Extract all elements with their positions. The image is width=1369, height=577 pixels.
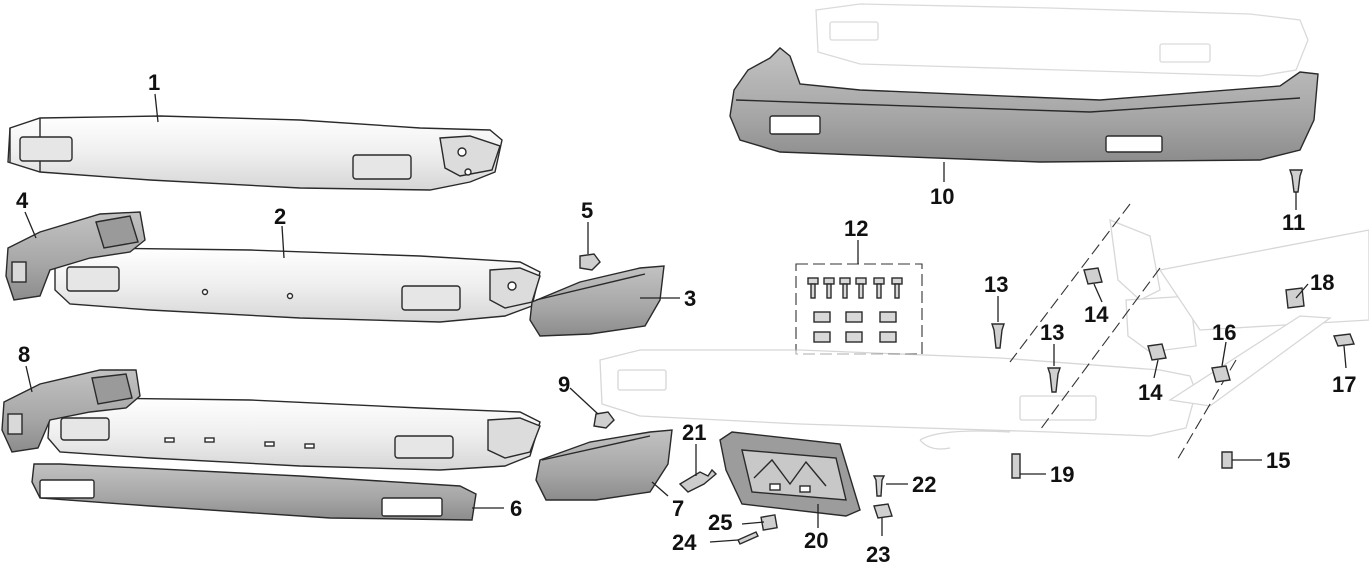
- callout-16: 16: [1212, 320, 1236, 345]
- license-bracket-20: [719, 431, 861, 517]
- bumper-face-bar-2: [54, 247, 541, 323]
- lower-valance-6: [31, 463, 477, 521]
- callout-21: 21: [682, 420, 706, 445]
- bolt-15: [1221, 451, 1233, 469]
- callout-25: 25: [708, 510, 732, 535]
- callout-labels: 1 2 3 4 5 6 7 8 9 10 11 12 13 13 14 14 1…: [16, 70, 1356, 567]
- callout-13a: 13: [984, 272, 1008, 297]
- callout-15: 15: [1266, 448, 1290, 473]
- ghost-bumper-top: [815, 3, 1309, 77]
- bolt-17: [1333, 333, 1355, 347]
- callout-10: 10: [930, 184, 954, 209]
- callout-1: 1: [148, 70, 160, 95]
- callout-11: 11: [1282, 210, 1305, 235]
- callout-3: 3: [684, 286, 696, 311]
- bumper-face-bar-1: [7, 115, 503, 191]
- right-end-cap-3: [529, 265, 665, 337]
- screw-24: [737, 531, 759, 545]
- bumper-face-bar-lower: [47, 397, 541, 471]
- bumper-cover-10: [729, 47, 1319, 163]
- callout-14b: 14: [1138, 380, 1163, 405]
- callout-9: 9: [558, 372, 570, 397]
- hardware-kit-12: [795, 263, 923, 355]
- end-cap-7: [535, 429, 673, 501]
- left-end-filler-4: [5, 211, 146, 301]
- clip-16: [1211, 365, 1231, 383]
- callout-7: 7: [672, 496, 684, 521]
- callout-17: 17: [1332, 372, 1356, 397]
- callout-13b: 13: [1040, 320, 1064, 345]
- clip-23: [873, 503, 893, 519]
- callout-2: 2: [274, 204, 286, 229]
- push-pin-21: [678, 468, 718, 493]
- ghost-frame-assembly: [599, 218, 1369, 450]
- nut-9: [593, 411, 615, 429]
- callout-23: 23: [866, 542, 890, 567]
- leader-lines: [24, 93, 1347, 543]
- callout-24: 24: [672, 530, 697, 555]
- bolt-19: [1011, 453, 1021, 479]
- callout-6: 6: [510, 496, 522, 521]
- clip-14b: [1147, 343, 1167, 361]
- callout-22: 22: [912, 472, 936, 497]
- screw-22: [872, 475, 886, 497]
- callout-12: 12: [844, 216, 868, 241]
- screw-11: [1289, 169, 1303, 193]
- nut-5: [579, 253, 601, 271]
- callout-18: 18: [1310, 270, 1334, 295]
- clip-nut-25: [760, 514, 778, 531]
- callout-14a: 14: [1084, 302, 1109, 327]
- callout-4: 4: [16, 188, 29, 213]
- screw-13b: [1047, 367, 1061, 393]
- clip-14a: [1083, 267, 1103, 285]
- callout-8: 8: [18, 342, 30, 367]
- callout-5: 5: [581, 198, 593, 223]
- callout-20: 20: [804, 528, 828, 553]
- callout-19: 19: [1050, 462, 1074, 487]
- screw-13a: [991, 323, 1005, 349]
- left-end-filler-8: [1, 369, 141, 453]
